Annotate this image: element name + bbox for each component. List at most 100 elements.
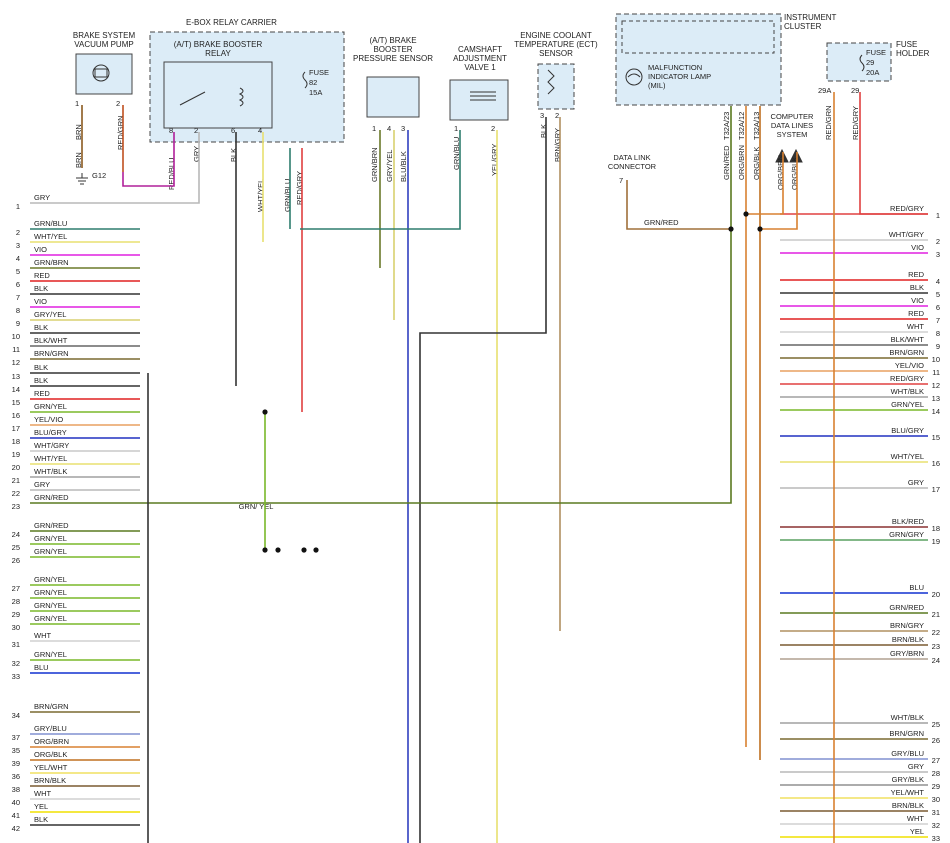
wire-run bbox=[140, 132, 200, 204]
left-pin-color: BRN/BLK bbox=[34, 776, 66, 785]
right-pin-number: 22 bbox=[932, 628, 940, 637]
wire-run bbox=[140, 106, 732, 504]
right-pin-number: 16 bbox=[932, 459, 940, 468]
right-pin-number: 25 bbox=[932, 720, 940, 729]
right-pin-color: GRN/GRY bbox=[889, 530, 924, 539]
left-pin-color: GRN/YEL bbox=[34, 547, 67, 556]
right-pin-number: 33 bbox=[932, 834, 940, 843]
ground-icon bbox=[76, 173, 88, 185]
camshaft-pin-1: 1 bbox=[454, 124, 458, 133]
fuse82-line-2: 82 bbox=[309, 78, 317, 87]
left-pin-color: GRN/RED bbox=[34, 521, 69, 530]
left-pin-number: 12 bbox=[12, 358, 20, 367]
left-pin-number: 11 bbox=[12, 345, 20, 354]
left-pin-number: 29 bbox=[12, 610, 20, 619]
wire-label: GRN/BRN bbox=[370, 147, 379, 182]
right-pin-number: 20 bbox=[932, 590, 940, 599]
left-pin-color: GRY bbox=[34, 193, 50, 202]
left-pin-color: GRN/YEL bbox=[34, 575, 67, 584]
right-pin-number: 10 bbox=[932, 355, 940, 364]
wire-label: GRY/YEL bbox=[385, 150, 394, 182]
thermistor-icon bbox=[547, 69, 555, 95]
ebox-title: E-BOX RELAY CARRIER bbox=[186, 18, 277, 27]
valve-coil-icon bbox=[470, 91, 496, 101]
instrument-cluster-box bbox=[615, 13, 782, 106]
right-pin-number: 11 bbox=[932, 368, 940, 377]
fuse29-line-2: 29 bbox=[866, 58, 874, 67]
left-pin-color: GRY/YEL bbox=[34, 310, 66, 319]
wire-label: ORG/BLK bbox=[752, 147, 761, 180]
wire-label: WHT/YEL bbox=[256, 179, 265, 212]
right-pin-color: BLU bbox=[909, 583, 924, 592]
left-pin-color: WHT bbox=[34, 789, 51, 798]
wire-layer bbox=[30, 92, 928, 843]
left-pin-number: 34 bbox=[12, 711, 20, 720]
relay-label: (A/T) BRAKE BOOSTER RELAY bbox=[173, 40, 263, 58]
right-pin-color: RED/GRY bbox=[890, 204, 924, 213]
right-pin-color: RED bbox=[908, 309, 924, 318]
wire-label: GRN/BLU bbox=[283, 179, 292, 212]
left-pin-color: WHT/YEL bbox=[34, 454, 67, 463]
splice-dot bbox=[743, 211, 749, 217]
wire-label: T32A/23 bbox=[722, 112, 731, 140]
left-pin-number: 4 bbox=[16, 254, 20, 263]
right-pin-number: 1 bbox=[936, 211, 940, 220]
left-pin-color: WHT/YEL bbox=[34, 232, 67, 241]
left-pin-number: 23 bbox=[12, 502, 20, 511]
left-pin-color: BLK/WHT bbox=[34, 336, 68, 345]
left-pin-number: 38 bbox=[12, 785, 20, 794]
left-pin-number: 9 bbox=[16, 319, 20, 328]
wire-label: ORG/BRN bbox=[776, 155, 785, 190]
right-pin-number: 24 bbox=[932, 656, 940, 665]
wire-label: BRN bbox=[74, 152, 83, 168]
wire-run bbox=[746, 152, 784, 215]
wire-label: RED/GRN bbox=[824, 105, 833, 140]
wire-label: RED/GRY bbox=[851, 106, 860, 140]
left-pin-color: GRN/YEL bbox=[34, 588, 67, 597]
relay-coil-icon bbox=[238, 87, 244, 107]
cluster-inner-box bbox=[621, 20, 775, 54]
relay-pin-4: 4 bbox=[258, 126, 262, 135]
right-pin-number: 6 bbox=[936, 303, 940, 312]
right-pin-number: 3 bbox=[936, 250, 940, 259]
left-pin-number: 8 bbox=[16, 306, 20, 315]
left-pin-color: GRN/YEL bbox=[34, 601, 67, 610]
camshaft-pin-2: 2 bbox=[491, 124, 495, 133]
left-pin-color: VIO bbox=[34, 245, 47, 254]
fuse-82-icon bbox=[302, 71, 308, 89]
vacuum-pump-label: BRAKE SYSTEM VACUUM PUMP bbox=[72, 31, 136, 49]
vacuum-pin-2: 2 bbox=[116, 99, 120, 108]
left-pin-number: 13 bbox=[12, 372, 20, 381]
right-pin-color: GRY/BLK bbox=[892, 775, 924, 784]
left-pin-number: 16 bbox=[12, 411, 20, 420]
mil-label: MALFUNCTION INDICATOR LAMP (MIL) bbox=[648, 63, 711, 90]
left-pin-number: 21 bbox=[12, 476, 20, 485]
right-pin-number: 30 bbox=[932, 795, 940, 804]
right-pin-number: 27 bbox=[932, 756, 940, 765]
left-pin-number: 25 bbox=[12, 543, 20, 552]
left-pin-color: ORG/BRN bbox=[34, 737, 69, 746]
fuse-29-icon bbox=[859, 54, 865, 72]
wire-run bbox=[760, 152, 798, 230]
splice-dot bbox=[301, 547, 307, 553]
wire-label: BLK bbox=[229, 148, 238, 162]
relay-pin-2: 2 bbox=[194, 126, 198, 135]
right-pin-color: YEL bbox=[910, 827, 924, 836]
right-pin-color: YEL/VIO bbox=[895, 361, 924, 370]
right-pin-color: GRY bbox=[908, 762, 924, 771]
right-pin-color: GRN/RED bbox=[889, 603, 924, 612]
wire-run bbox=[626, 180, 731, 230]
motor-winding-icon bbox=[94, 68, 108, 78]
right-pin-color: BLK bbox=[910, 283, 924, 292]
wire-run bbox=[859, 92, 928, 215]
relay-pin-6: 6 bbox=[231, 126, 235, 135]
left-pin-number: 37 bbox=[12, 733, 20, 742]
pressure-sensor-box bbox=[366, 76, 420, 118]
wire-label: RED/GRY bbox=[295, 171, 304, 205]
right-pin-number: 13 bbox=[932, 394, 940, 403]
left-pin-color: GRY/BLU bbox=[34, 724, 67, 733]
left-pin-color: BRN/GRN bbox=[34, 349, 69, 358]
wire-label: T32A/13 bbox=[752, 112, 761, 140]
mil-lamp-icon bbox=[625, 68, 643, 86]
left-pin-color: GRN/RED bbox=[34, 493, 69, 502]
